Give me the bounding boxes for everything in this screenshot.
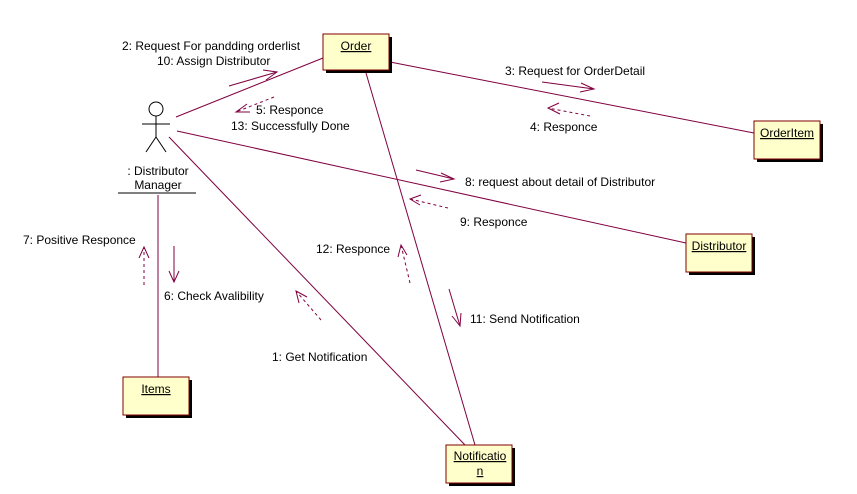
message-label-m1: 1: Get Notification bbox=[272, 350, 367, 364]
link-manager-order bbox=[175, 57, 324, 118]
message-label-m4: 4: Responce bbox=[530, 120, 598, 134]
object-notification-label-line1: Notificatio bbox=[454, 449, 507, 463]
arrow-m5 bbox=[235, 96, 275, 113]
arrow-m2-head bbox=[262, 69, 279, 81]
object-orderitem[interactable]: OrderItem bbox=[753, 120, 823, 162]
message-label-m9: 9: Responce bbox=[460, 215, 528, 229]
object-items-label: Items bbox=[141, 382, 170, 396]
object-distributor-label: Distributor bbox=[692, 239, 747, 253]
object-order-label: Order bbox=[341, 39, 372, 53]
object-notification-label-line2: n bbox=[477, 464, 484, 478]
arrow-m4-head bbox=[546, 102, 561, 115]
object-orderitem-label: OrderItem bbox=[760, 126, 814, 140]
message-label-m6: 6: Check Avalibility bbox=[164, 289, 264, 303]
arrow-m4 bbox=[547, 107, 591, 117]
object-notification[interactable]: Notificatio n bbox=[445, 444, 515, 486]
message-label-m12: 12: Responce bbox=[316, 242, 390, 256]
actor-name-line1: : Distributor bbox=[127, 164, 188, 178]
arrow-m8 bbox=[415, 169, 455, 180]
message-label-m5: 5: Responce bbox=[256, 103, 324, 117]
arrow-m9-head bbox=[408, 194, 422, 206]
arrow-m5-head bbox=[234, 103, 250, 113]
arrow-m12 bbox=[400, 244, 411, 284]
object-order[interactable]: Order bbox=[322, 33, 392, 73]
actor-left-leg bbox=[145, 136, 157, 153]
arrow-m6-head bbox=[168, 270, 180, 284]
arrow-m7-head bbox=[138, 245, 150, 259]
arrow-m8-head bbox=[439, 172, 456, 183]
arrow-m9 bbox=[409, 198, 449, 209]
link-order-orderitem bbox=[389, 61, 755, 134]
message-labels: 2: Request For pandding orderlist 10: As… bbox=[23, 39, 655, 364]
actor-right-leg bbox=[155, 136, 167, 153]
link-order-notification bbox=[365, 72, 476, 446]
message-label-m3: 3: Request for OrderDetail bbox=[505, 64, 645, 78]
arrow-m1 bbox=[295, 290, 322, 321]
arrow-m11-head bbox=[451, 312, 462, 328]
object-items[interactable]: Items bbox=[122, 376, 192, 418]
message-label-m7: 7: Positive Responce bbox=[23, 233, 136, 247]
actor-distributor-manager[interactable]: : Distributor Manager bbox=[118, 101, 196, 194]
message-label-m11: 11: Send Notification bbox=[470, 312, 580, 326]
message-label-m13: 13: Successfully Done bbox=[231, 119, 350, 133]
arrow-m12-head bbox=[397, 243, 408, 258]
actor-name-line2: Manager bbox=[134, 178, 181, 192]
arrow-m3-head bbox=[579, 82, 596, 93]
arrow-m11 bbox=[448, 288, 461, 327]
arrow-m2 bbox=[228, 71, 278, 87]
object-links bbox=[157, 57, 755, 446]
arrow-m3 bbox=[541, 81, 595, 90]
actor-head bbox=[148, 101, 164, 117]
message-arrows bbox=[138, 69, 596, 328]
message-label-m2: 2: Request For pandding orderlist bbox=[122, 39, 301, 53]
object-distributor[interactable]: Distributor bbox=[685, 233, 755, 275]
message-label-m8: 8: request about detail of Distributor bbox=[465, 175, 655, 189]
link-manager-distributor bbox=[176, 130, 687, 244]
message-label-m10: 10: Assign Distributor bbox=[157, 54, 270, 68]
arrow-m1-head bbox=[295, 290, 308, 304]
link-manager-notification bbox=[168, 136, 466, 446]
